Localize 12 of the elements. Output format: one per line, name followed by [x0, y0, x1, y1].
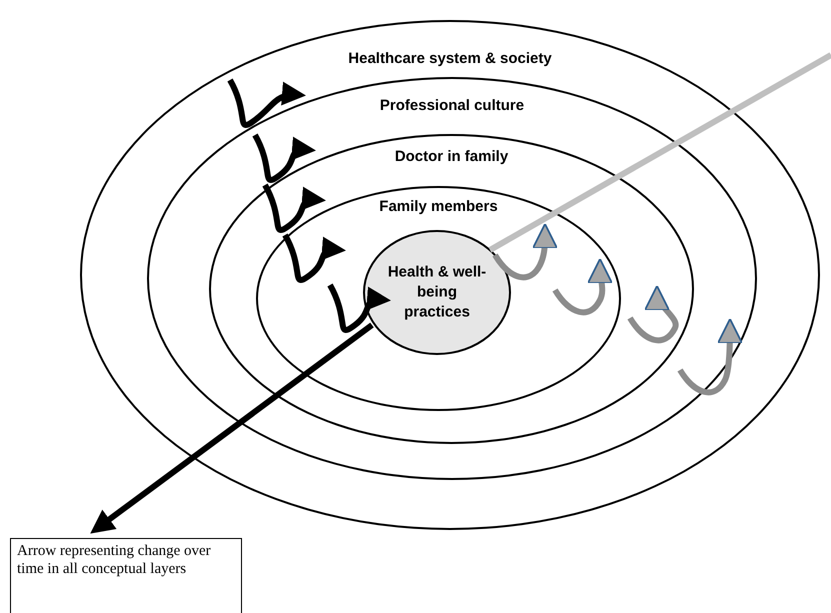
arrow — [90, 322, 374, 534]
ring — [147, 77, 757, 480]
ring — [209, 134, 694, 444]
ring — [256, 186, 621, 411]
layer-label: Health & well-being practices — [388, 263, 486, 321]
line — [488, 52, 831, 253]
note-box: Arrow representing change over time in all conceptual layers — [10, 538, 242, 613]
layer-label: Professional culture — [380, 97, 524, 114]
outer-ring — [80, 20, 820, 530]
layer-label: Doctor in family — [394, 148, 508, 165]
layer-label: Healthcare system & society — [348, 50, 552, 67]
layer-label: Family members — [379, 198, 498, 215]
